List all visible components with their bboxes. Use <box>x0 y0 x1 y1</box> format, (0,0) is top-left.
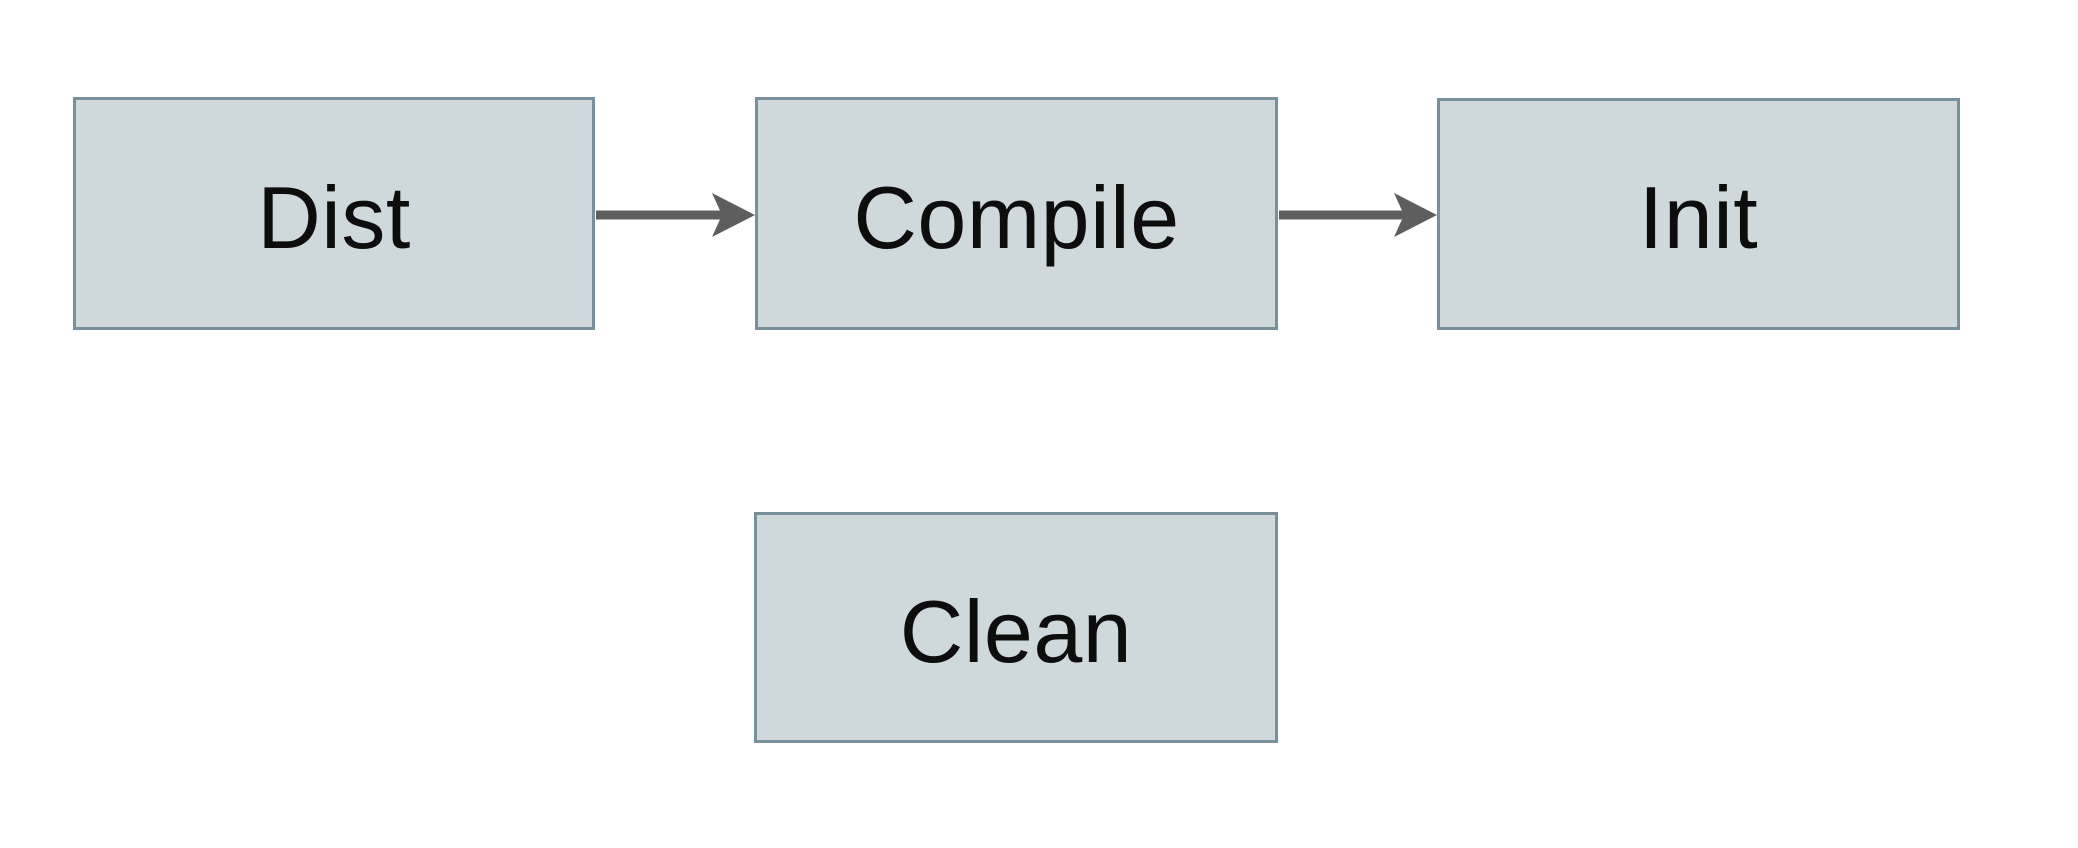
node-init-label: Init <box>1638 168 1759 267</box>
arrow-dist-to-compile-head-icon <box>712 193 755 237</box>
arrow-compile-to-init <box>1279 193 1437 237</box>
node-clean-label: Clean <box>899 581 1133 681</box>
node-clean: Clean <box>754 512 1278 743</box>
node-dist: Dist <box>73 97 595 330</box>
node-dist-label: Dist <box>257 167 411 267</box>
arrow-compile-to-init-head-icon <box>1394 193 1437 237</box>
node-compile-label: Compile <box>853 167 1180 267</box>
arrow-dist-to-compile <box>596 193 755 237</box>
node-init: Init <box>1437 98 1960 330</box>
node-compile: Compile <box>755 97 1278 330</box>
